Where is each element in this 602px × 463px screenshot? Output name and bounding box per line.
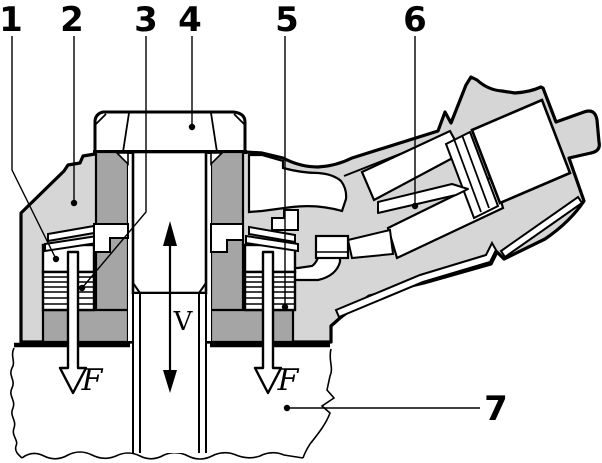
sleeve-chamfer-right	[210, 152, 224, 166]
force-arrow-right-shape	[253, 250, 283, 395]
force-label-left: F	[81, 363, 104, 398]
vibration-arrowhead-up	[163, 221, 177, 246]
housing-upper-void	[247, 153, 348, 214]
engine-block	[10, 347, 336, 460]
bolt-head-outline	[93, 110, 247, 154]
leader-dot-6	[411, 202, 419, 210]
part-callouts: 1 2 3 4 5 6 7	[0, 0, 508, 429]
leader-dot-2	[70, 199, 78, 207]
arm-lower-right-seam	[499, 195, 584, 259]
vibration-arrow: V	[163, 221, 194, 393]
force-arrow-left-shape	[58, 250, 88, 395]
block-left-torn-edge	[10, 347, 23, 459]
pad-slot-duct	[346, 228, 395, 260]
leader-dot-1	[52, 255, 60, 263]
sleeve-foot-right	[209, 308, 295, 344]
sleeve-bore-gap-right	[206, 154, 211, 341]
bore-clearance-left	[133, 294, 140, 452]
leader-dot-7	[283, 404, 291, 412]
leader-3	[81, 36, 147, 289]
leader-dot-5	[281, 303, 289, 311]
sleeve-bore-gap-left	[128, 154, 133, 341]
leader-dots	[52, 123, 419, 412]
part-label-4: 4	[178, 0, 202, 40]
terminal-blade	[377, 183, 469, 214]
sleeve-chamfer-left	[115, 152, 129, 166]
part-label-6: 6	[403, 0, 427, 40]
sleeve-foot-left	[41, 308, 130, 344]
leader-lines	[11, 36, 480, 409]
bolt-head-facets	[94, 112, 246, 153]
leader-dot-4	[188, 123, 196, 131]
contact-pad	[314, 234, 350, 260]
part-label-5: 5	[275, 0, 299, 40]
part-label-3: 3	[134, 0, 158, 40]
block-right-torn-edge	[302, 348, 336, 459]
leader-dot-3	[78, 284, 86, 292]
cup-spring-right-upper	[248, 225, 296, 244]
bore-clearance-right	[199, 294, 206, 452]
force-arrow-left: F	[58, 250, 104, 398]
arm-bottom-seam	[334, 240, 498, 319]
vibration-arrowhead-down	[163, 370, 177, 393]
front-wall-line-1	[453, 138, 482, 213]
contact-piece-right	[210, 223, 244, 253]
leader-1	[11, 36, 57, 260]
hex-bolt-head	[93, 110, 247, 154]
front-wall-line-2	[461, 134, 490, 209]
force-arrow-right: F	[253, 250, 300, 398]
contact-piece-left	[93, 223, 129, 253]
block-bottom-torn-edge	[21, 451, 304, 460]
part-label-1: 1	[0, 0, 23, 40]
part-label-7: 7	[484, 389, 508, 429]
part-label-2: 2	[60, 0, 84, 40]
force-label-right: F	[277, 363, 300, 398]
connector-cavity	[470, 98, 572, 205]
vibration-label: V	[173, 307, 194, 337]
piezo-stack-right	[210, 209, 299, 312]
